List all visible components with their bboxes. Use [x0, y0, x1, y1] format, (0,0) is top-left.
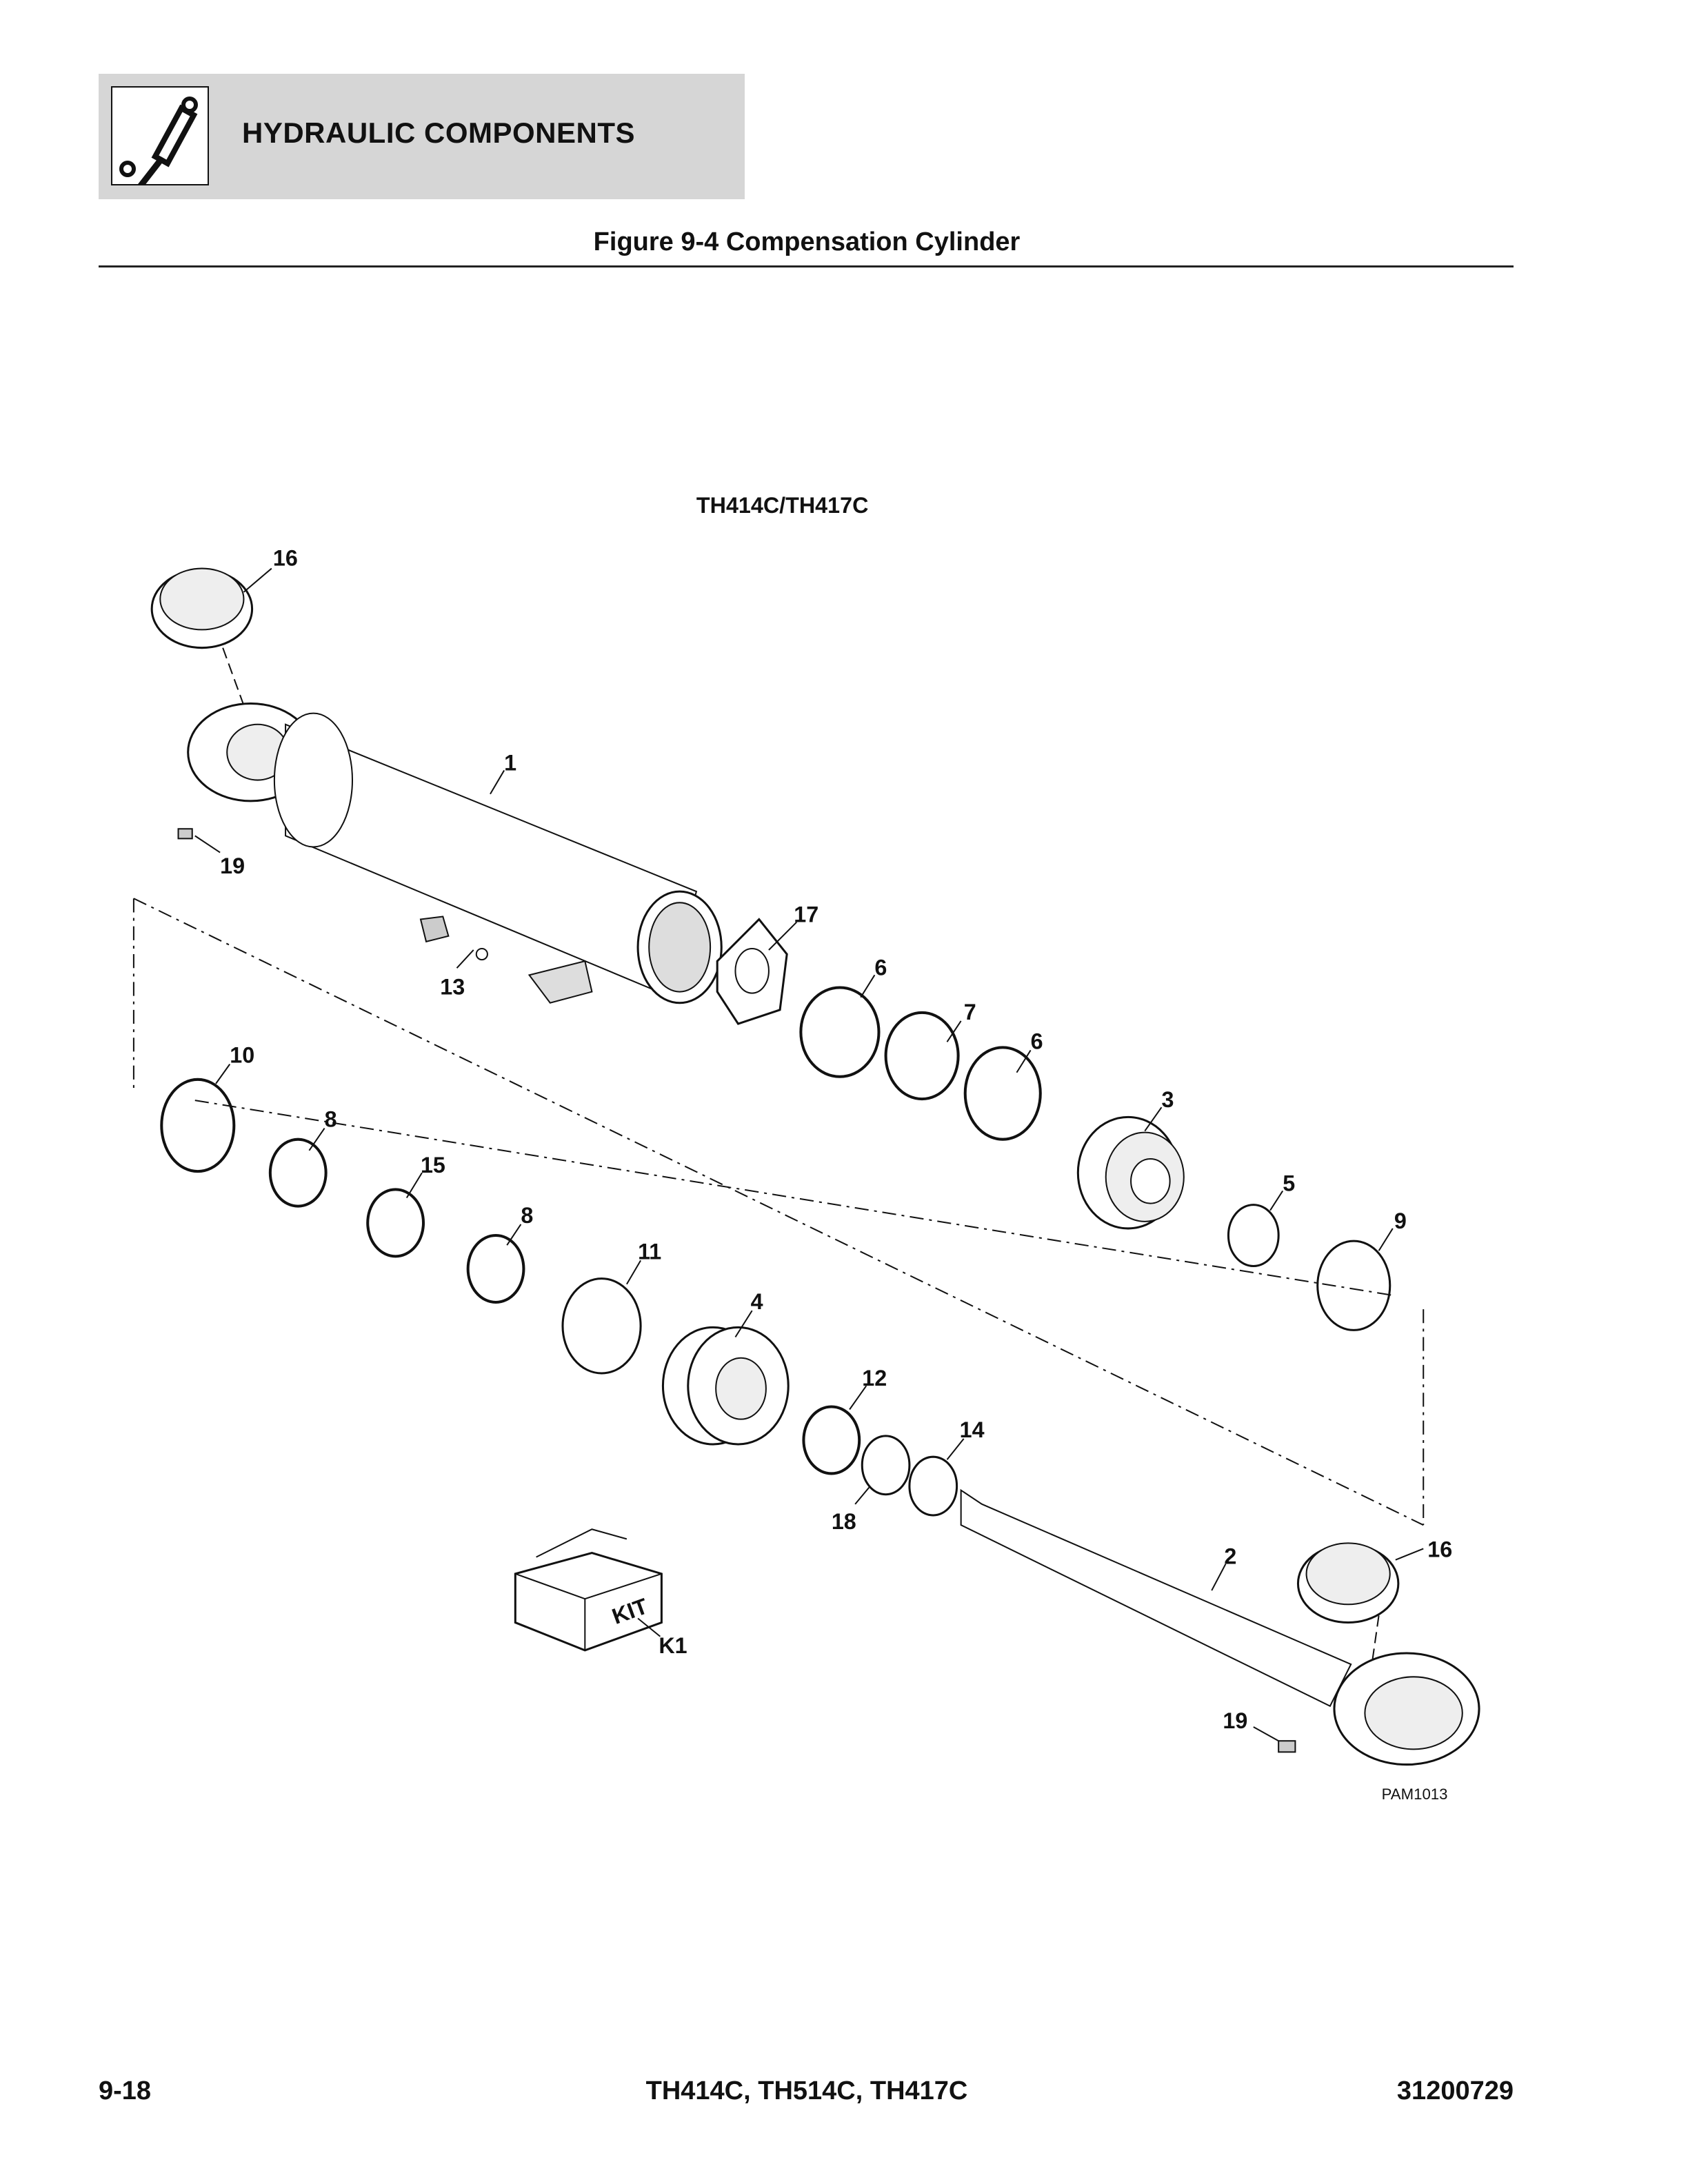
callout: 15 [421, 1153, 445, 1177]
callout: 12 [862, 1366, 887, 1391]
callout: 10 [230, 1043, 254, 1068]
hydraulic-cylinder-icon [111, 86, 209, 194]
callout: 11 [638, 1239, 661, 1264]
callout: K1 [659, 1633, 687, 1658]
model-title: TH414C/TH417C [696, 493, 869, 518]
callout: 18 [832, 1509, 856, 1534]
callout: 4 [751, 1289, 763, 1314]
callout: 13 [440, 975, 465, 1000]
callout: 6 [1031, 1029, 1043, 1053]
barrel-1 [187, 702, 723, 1004]
callout: 19 [220, 853, 245, 878]
page-number: 9-18 [99, 2076, 152, 2105]
callout: 17 [794, 902, 818, 927]
head-4 [661, 1326, 790, 1446]
callout: 1 [504, 750, 516, 775]
kit-box-icon [514, 1528, 663, 1652]
title-rule [99, 265, 1514, 267]
callout: 9 [1394, 1209, 1407, 1233]
section-title: HYDRAULIC COMPONENTS [242, 117, 636, 149]
callouts: 16 1 19 17 6 13 7 6 10 3 8 15 5 8 9 11 4… [220, 546, 1452, 1734]
callout: 19 [1223, 1708, 1247, 1733]
callout: 6 [874, 955, 887, 980]
rod-2 [960, 1488, 1480, 1766]
figure-title: Figure 9-4 Compensation Cylinder [593, 228, 1021, 256]
callout: 2 [1224, 1544, 1236, 1569]
footer-models: TH414C, TH514C, TH417C [645, 2076, 968, 2105]
callout: 8 [325, 1106, 337, 1131]
callout: 5 [1283, 1171, 1295, 1195]
callout: 8 [521, 1203, 533, 1228]
section-header: HYDRAULIC COMPONENTS [99, 74, 745, 199]
seal-16-top [150, 567, 254, 649]
callout: 16 [273, 546, 298, 571]
callout: 14 [960, 1417, 985, 1442]
seal-16-bottom [1296, 1542, 1400, 1624]
callout: 3 [1162, 1087, 1174, 1112]
doc-number: 31200729 [1396, 2076, 1514, 2105]
drawing-id: PAM1013 [1382, 1786, 1448, 1803]
callout: 7 [964, 1000, 976, 1024]
callout: 16 [1427, 1537, 1452, 1562]
piston-3 [1076, 1115, 1185, 1230]
